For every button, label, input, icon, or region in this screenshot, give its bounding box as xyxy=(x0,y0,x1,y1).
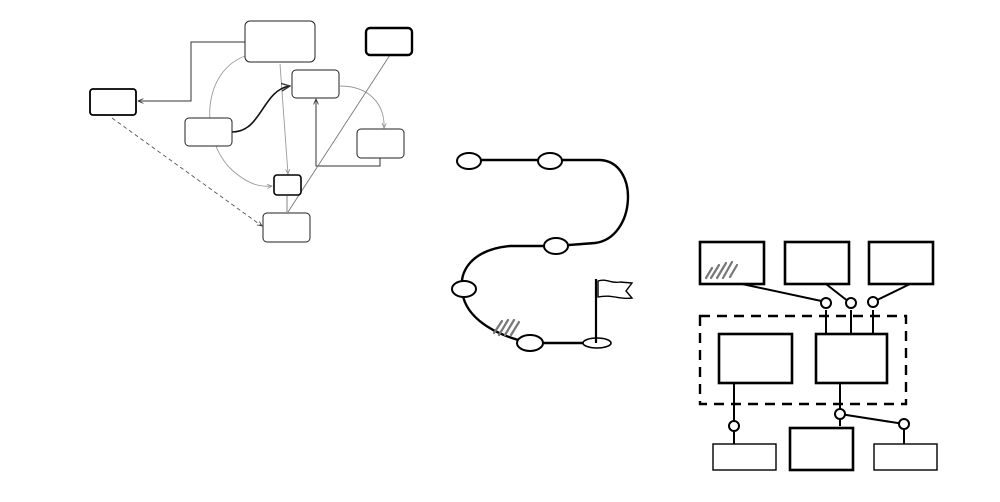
network xyxy=(698,240,938,472)
waypoint xyxy=(516,334,544,352)
waypoint xyxy=(456,152,482,170)
connector-midtop-to-right xyxy=(339,85,384,128)
bottom-box xyxy=(873,443,938,471)
connector-top-curve-down xyxy=(209,54,272,186)
connector-node xyxy=(820,297,832,309)
node-top-right-bold xyxy=(364,26,414,57)
connector-dashed xyxy=(111,117,262,226)
group-screen xyxy=(814,332,889,385)
screen-hatch xyxy=(704,260,739,280)
path-hatch xyxy=(492,318,521,337)
node-middle-left xyxy=(184,117,233,147)
connector-node xyxy=(728,420,740,432)
winding-path xyxy=(451,152,634,352)
connector-node xyxy=(898,418,910,430)
top-screen xyxy=(867,240,935,286)
connector-top-to-small xyxy=(279,63,288,174)
connector-mid-to-midtop xyxy=(231,86,290,133)
group-boundary xyxy=(698,314,908,406)
flag-icon xyxy=(582,279,634,349)
connector-top-to-left xyxy=(138,41,245,101)
node-bottom xyxy=(262,212,311,243)
waypoint xyxy=(451,280,477,298)
path-line xyxy=(460,158,630,345)
node-small-bold xyxy=(273,174,302,196)
node-right xyxy=(356,128,405,159)
node-top xyxy=(244,20,316,63)
node-left-bold xyxy=(89,88,137,116)
waypoint xyxy=(537,152,563,170)
connector-corner-line xyxy=(287,54,391,213)
node-middle-top xyxy=(291,69,340,99)
connector-node xyxy=(845,297,857,309)
group-screen xyxy=(717,332,794,385)
bottom-box-bold xyxy=(788,426,855,472)
connector-node xyxy=(834,408,846,420)
bottom-box xyxy=(712,443,777,471)
connector-node xyxy=(867,296,879,308)
flow-graph xyxy=(89,20,414,243)
connector-right-to-midtop xyxy=(316,99,381,167)
top-screen xyxy=(783,240,851,286)
waypoint xyxy=(543,237,569,255)
